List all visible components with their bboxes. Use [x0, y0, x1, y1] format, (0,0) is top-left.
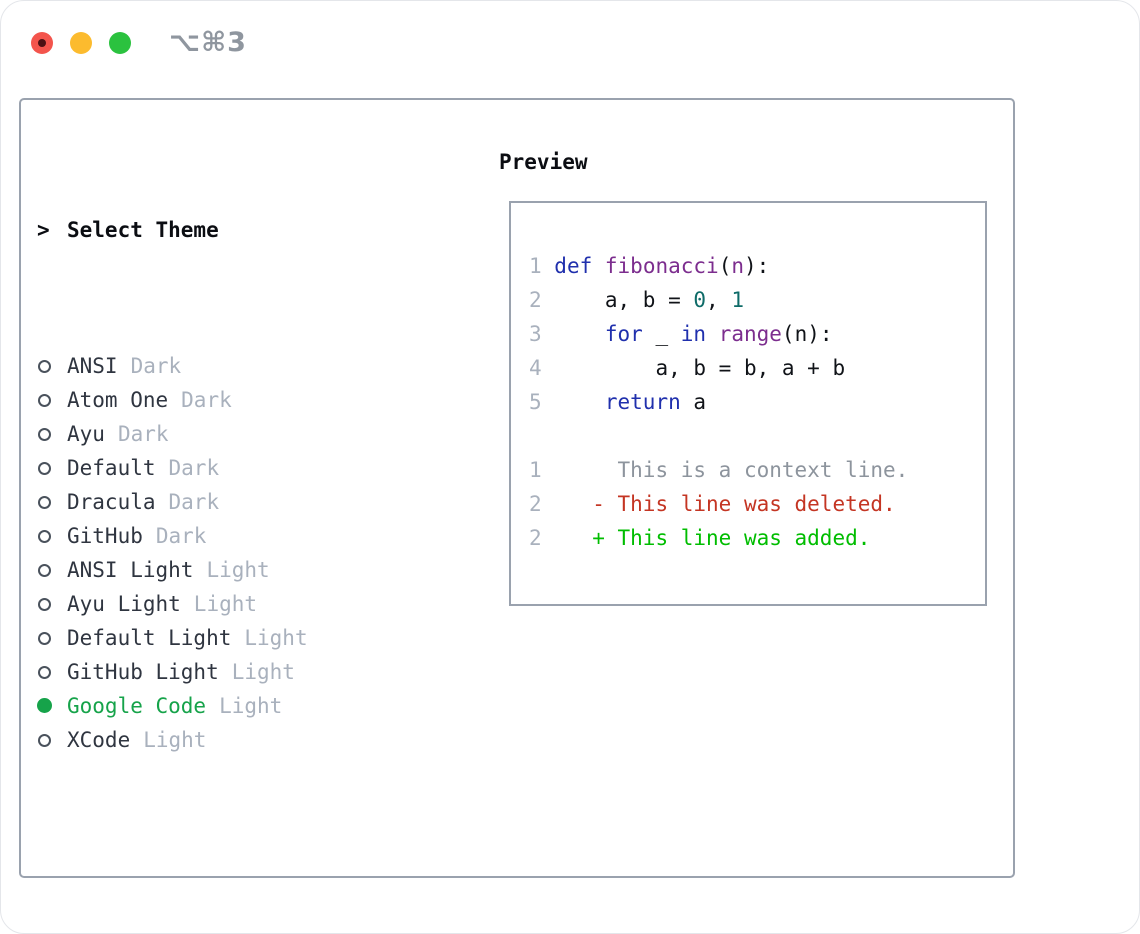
radio-icon — [37, 587, 67, 621]
window-title: ⌥⌘3 — [169, 27, 247, 58]
theme-option[interactable]: GitHub Light Light — [37, 655, 497, 689]
code-line — [529, 419, 985, 453]
theme-variant: Light — [206, 558, 270, 582]
theme-option[interactable]: XCode Light — [37, 723, 497, 757]
theme-variant: Light — [219, 694, 283, 718]
radio-icon — [37, 451, 67, 485]
record-dot-icon — [38, 38, 46, 47]
radio-icon — [37, 723, 67, 757]
select-theme-header: > Select Theme — [37, 213, 497, 247]
theme-name: Default — [67, 456, 156, 480]
theme-name: Ayu Light — [67, 592, 181, 616]
line-number: 2 — [529, 288, 542, 312]
window-titlebar: ⌥⌘3 — [31, 27, 247, 58]
focus-caret-icon: > — [37, 218, 50, 242]
theme-option[interactable]: Default Light Light — [37, 621, 497, 655]
theme-name: ANSI — [67, 354, 118, 378]
theme-variant: Light — [193, 592, 258, 616]
radio-icon — [37, 417, 67, 451]
radio-icon — [37, 349, 67, 383]
theme-option[interactable]: Atom One Dark — [37, 383, 497, 417]
radio-icon — [37, 553, 67, 587]
zoom-button[interactable] — [109, 31, 131, 54]
code-line: 1 def fibonacci(n): — [529, 249, 985, 283]
theme-variant: Dark — [155, 524, 207, 548]
theme-name: Default Light — [67, 626, 232, 650]
code-line: 1 This is a context line. — [529, 453, 985, 487]
line-number: 2 — [529, 492, 542, 516]
theme-name: Ayu — [67, 422, 105, 446]
theme-name: Atom One — [67, 388, 169, 412]
theme-option[interactable]: Google Code Light — [37, 689, 497, 723]
line-number: 4 — [529, 356, 542, 380]
radio-icon — [37, 519, 67, 553]
theme-name: ANSI Light — [67, 558, 194, 582]
theme-name: Dracula — [67, 490, 156, 514]
theme-option[interactable]: ANSI Dark — [37, 349, 497, 383]
radio-icon — [37, 383, 67, 417]
line-number: 1 — [529, 458, 542, 482]
theme-variant: Light — [244, 626, 308, 650]
theme-name: Google Code — [67, 694, 207, 718]
code-line: 2 - This line was deleted. — [529, 487, 985, 521]
code-line: 4 a, b = b, a + b — [529, 351, 985, 385]
theme-variant: Light — [143, 728, 207, 752]
radio-icon — [37, 655, 67, 689]
line-number: 5 — [529, 390, 542, 414]
theme-option[interactable]: Dracula Dark — [37, 485, 497, 519]
code-line: 5 return a — [529, 385, 985, 419]
theme-variant: Dark — [181, 388, 232, 412]
theme-variant: Light — [231, 660, 295, 684]
theme-name: GitHub — [67, 524, 143, 548]
code-line: 2 + This line was added. — [529, 521, 985, 555]
minimize-button[interactable] — [70, 31, 92, 54]
radio-selected-icon — [37, 689, 67, 723]
code-line: 3 for _ in range(n): — [529, 317, 985, 351]
radio-icon — [37, 485, 67, 519]
close-button[interactable] — [31, 31, 53, 54]
theme-name: GitHub Light — [67, 660, 219, 684]
radio-icon — [37, 621, 67, 655]
line-number: 2 — [529, 526, 542, 550]
spacer — [37, 859, 497, 893]
theme-variant: Dark — [168, 456, 220, 480]
theme-name: XCode — [67, 728, 131, 752]
select-theme-label: Select Theme — [67, 218, 219, 242]
theme-option[interactable]: GitHub Dark — [37, 519, 497, 553]
line-number: 3 — [529, 322, 542, 346]
theme-option[interactable]: Ayu Dark — [37, 417, 497, 451]
code-line: 2 a, b = 0, 1 — [529, 283, 985, 317]
theme-variant: Dark — [130, 354, 182, 378]
theme-option[interactable]: Ayu Light Light — [37, 587, 497, 621]
theme-variant: Dark — [168, 490, 220, 514]
theme-variant: Dark — [117, 422, 169, 446]
preview-title: Preview — [499, 150, 588, 174]
line-number: 1 — [529, 254, 542, 278]
theme-option[interactable]: Default Dark — [37, 451, 497, 485]
theme-option[interactable]: ANSI Light Light — [37, 553, 497, 587]
